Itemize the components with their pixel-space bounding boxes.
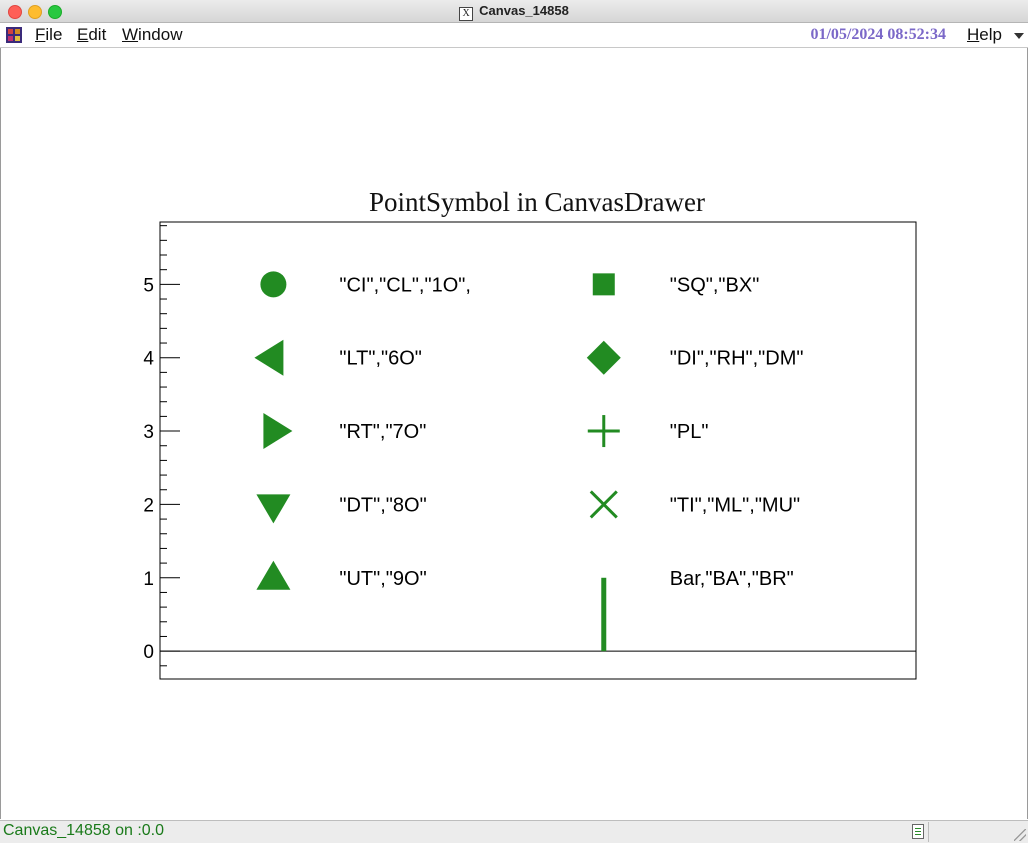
- symbol-labels: "CI","CL","1O", "LT","6O" "RT","7O" "DT","8…: [339, 274, 803, 589]
- datetime-display: 01/05/2024 08:52:34: [810, 26, 946, 43]
- menu-window[interactable]: Window: [122, 25, 183, 44]
- status-text: Canvas_14858 on :0.0: [3, 822, 165, 839]
- diamond-symbol: [586, 340, 621, 375]
- minimize-window-button[interactable]: [28, 5, 42, 19]
- circle-symbol: [260, 271, 287, 298]
- symbol-marks: [254, 271, 621, 652]
- triangle-down-symbol: [256, 494, 291, 524]
- cross-symbol-b: [589, 490, 618, 519]
- menu-file[interactable]: File: [35, 25, 63, 44]
- zoom-window-button[interactable]: [48, 5, 62, 19]
- y-tick-label: 4: [143, 349, 154, 370]
- y-tick-label: 2: [143, 495, 154, 516]
- bar-symbol: [601, 577, 607, 652]
- square-symbol: [592, 273, 615, 296]
- triangle-left-symbol: [254, 339, 284, 376]
- chevron-down-icon[interactable]: [1014, 33, 1024, 39]
- symbol-label: "DT","8O": [339, 494, 426, 516]
- menu-bar: File Edit Window 01/05/2024 08:52:34 Hel…: [0, 23, 1028, 48]
- y-tick-label: 1: [143, 569, 154, 590]
- symbol-label: "PL": [670, 421, 709, 443]
- symbol-label: "DI","RH","DM": [670, 348, 804, 370]
- x11-icon: X: [459, 7, 474, 21]
- status-bar: Canvas_14858 on :0.0: [0, 820, 1028, 843]
- resize-grip-icon[interactable]: [1014, 829, 1026, 841]
- root-app-icon[interactable]: [6, 27, 22, 43]
- plot-frame: [159, 221, 917, 680]
- y-axis: 0 1 2 3 4 5: [143, 225, 916, 667]
- canvas-area[interactable]: PointSymbol in CanvasDrawer 0 1 2 3 4 5 "CI",…: [0, 48, 1028, 819]
- window-title-text: Canvas_14858: [479, 3, 569, 18]
- window-title: X Canvas_14858: [0, 0, 1028, 22]
- menu-edit[interactable]: Edit: [77, 25, 107, 44]
- menu-help[interactable]: Help: [967, 25, 1002, 44]
- y-tick-label: 3: [143, 422, 154, 443]
- y-tick-label: 5: [143, 275, 154, 296]
- close-window-button[interactable]: [8, 5, 22, 19]
- y-tick-label: 0: [143, 642, 154, 663]
- symbol-label: Bar,"BA","BR": [670, 568, 794, 590]
- chart-title: PointSymbol in CanvasDrawer: [369, 187, 705, 217]
- status-divider: [928, 822, 929, 842]
- symbol-label: "LT","6O": [339, 348, 422, 370]
- triangle-right-symbol: [263, 413, 293, 450]
- triangle-up-symbol: [256, 560, 291, 590]
- document-icon[interactable]: [912, 824, 924, 839]
- window-titlebar: X Canvas_14858: [0, 0, 1028, 23]
- symbol-label: "RT","7O": [339, 421, 426, 443]
- symbol-label: "SQ","BX": [670, 274, 760, 296]
- symbol-label: "TI","ML","MU": [670, 494, 800, 516]
- point-symbol-chart: PointSymbol in CanvasDrawer 0 1 2 3 4 5 "CI",…: [143, 187, 917, 680]
- symbol-label: "UT","9O": [339, 568, 426, 590]
- symbol-label: "CI","CL","1O",: [339, 274, 471, 296]
